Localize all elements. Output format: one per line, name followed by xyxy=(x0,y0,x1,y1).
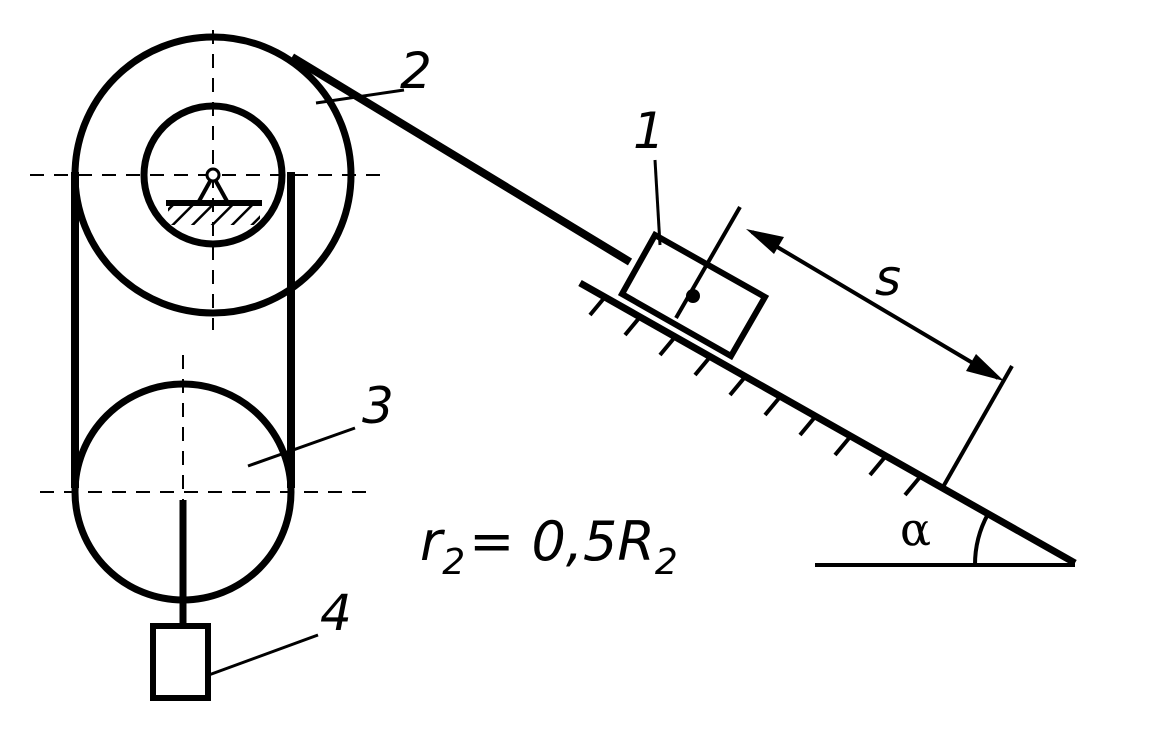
radius-formula: r2= 0,5R2 xyxy=(420,510,678,583)
extension-line-start xyxy=(674,206,742,319)
leader-2 xyxy=(315,88,405,105)
label-displacement-s: s xyxy=(875,249,901,307)
pulley-2-inner-rim xyxy=(140,102,286,248)
displacement-dimension xyxy=(674,206,1014,488)
block-1 xyxy=(617,230,770,361)
formula-r-subscript: 2 xyxy=(442,542,465,583)
rope-to-block xyxy=(289,53,633,266)
weight-4 xyxy=(150,623,211,701)
pin-support xyxy=(166,167,262,225)
pivot-pin xyxy=(205,167,221,183)
dimension-line xyxy=(750,230,1000,380)
support-hatch xyxy=(168,203,260,225)
formula-r: r xyxy=(420,510,445,573)
leader-3 xyxy=(247,426,356,468)
arrowhead-start xyxy=(746,229,784,254)
label-block-1: 1 xyxy=(633,102,665,160)
label-pulley-3: 3 xyxy=(362,377,394,435)
incline-hatching xyxy=(588,295,922,497)
label-weight-4: 4 xyxy=(320,584,352,642)
angle-arc xyxy=(972,513,990,566)
incline-surface xyxy=(578,279,1077,567)
formula-R-subscript: 2 xyxy=(655,542,678,583)
belt xyxy=(71,172,295,488)
extension-line-end xyxy=(941,365,1014,488)
label-angle-alpha: α xyxy=(900,502,931,556)
leader-lines xyxy=(205,88,662,678)
formula-rest: = 0,5R xyxy=(469,510,655,573)
leader-1 xyxy=(653,159,662,246)
label-pulley-2: 2 xyxy=(400,42,432,100)
arrowhead-end xyxy=(966,354,1004,381)
inclined-plane xyxy=(578,279,1077,567)
leader-4 xyxy=(205,633,319,678)
